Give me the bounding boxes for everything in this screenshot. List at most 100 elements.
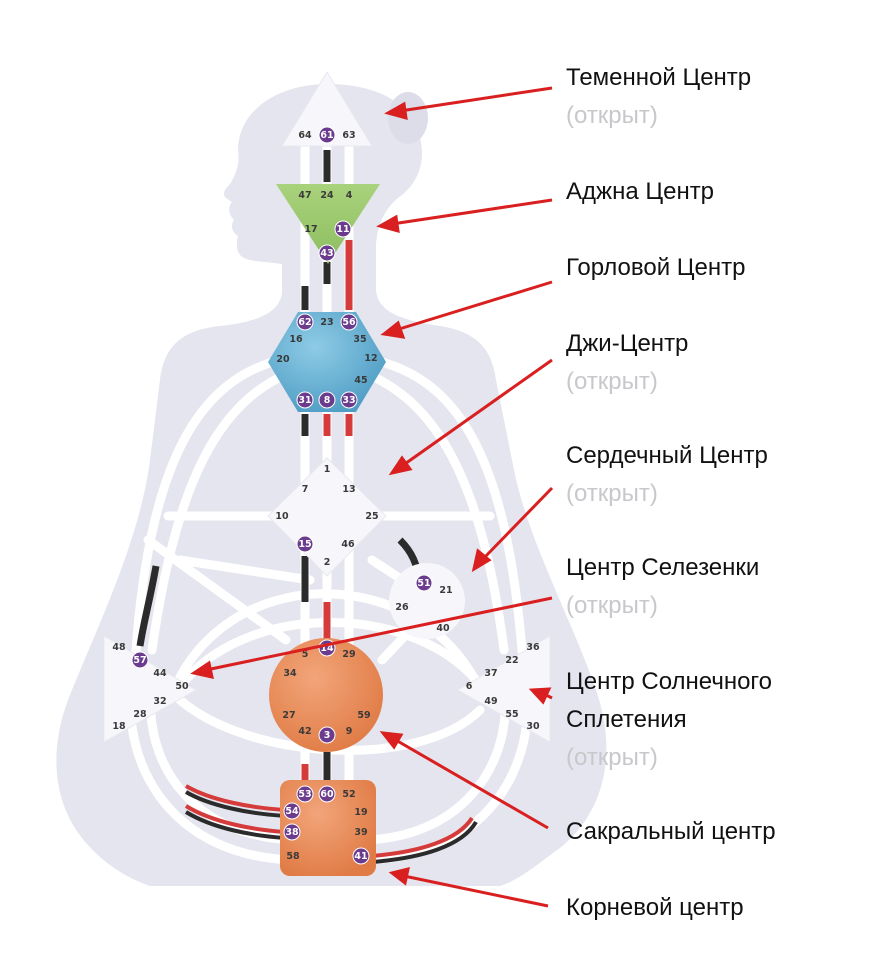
heart-center	[389, 563, 465, 639]
g-center	[267, 457, 387, 577]
sacral-center	[269, 638, 383, 752]
throat-gate-16: 16	[289, 334, 303, 345]
ajna-center	[276, 184, 380, 264]
root-gate-54: 54	[285, 806, 299, 817]
gate-badge-8	[318, 391, 336, 409]
gate-badge-51	[415, 574, 433, 592]
gate-badge-11	[334, 220, 352, 238]
spleen-center	[103, 635, 198, 743]
crown-label: Теменной Центр	[566, 64, 752, 91]
g-center-status: (открыт)	[566, 368, 658, 395]
heart-label: Сердечный Центр	[566, 442, 768, 469]
throat-gate-35: 35	[353, 334, 366, 345]
gate-badge-3	[318, 726, 336, 744]
spleen-gate-50: 50	[175, 681, 189, 692]
active-channels	[136, 150, 478, 864]
crown-status: (открыт)	[566, 102, 658, 129]
ajna-gate-4: 4	[346, 190, 353, 201]
ajna-gate-47: 47	[298, 190, 311, 201]
gate-badge-61	[318, 126, 336, 144]
sacral-gate-9: 9	[346, 726, 353, 737]
throat-gate-45: 45	[354, 375, 367, 386]
root-gate-41: 41	[354, 851, 367, 862]
gate-badge-56	[340, 313, 358, 331]
spleen-gate-48: 48	[112, 642, 126, 653]
solar-gate-36: 36	[526, 642, 540, 653]
spleen-gate-28: 28	[133, 709, 147, 720]
crown-gate-64: 64	[298, 130, 312, 141]
gate-badge-38	[283, 823, 301, 841]
throat-gate-20: 20	[276, 354, 290, 365]
crown-gate-63: 63	[342, 130, 355, 141]
solar-gate-55: 55	[505, 709, 518, 720]
heart-gate-40: 40	[436, 623, 450, 634]
root-label: Корневой центр	[566, 894, 744, 921]
spleen-status: (открыт)	[566, 592, 658, 619]
throat-gate-31: 31	[298, 395, 311, 406]
solar-gate-30: 30	[526, 721, 540, 732]
root-gate-38: 38	[285, 827, 299, 838]
throat-label: Горловой Центр	[566, 254, 746, 281]
g-gate-15: 15	[298, 539, 311, 550]
gate-badge-15	[296, 535, 314, 553]
throat-gate-56: 56	[342, 317, 356, 328]
gate-badge-41	[352, 847, 370, 865]
solar-plexus-label-1: Центр Солнечного	[566, 668, 773, 695]
gate-badge-43	[318, 244, 336, 262]
solar-plexus-status: (открыт)	[566, 744, 658, 771]
throat-gate-12: 12	[364, 353, 377, 364]
root-gate-58: 58	[286, 851, 300, 862]
g-gate-10: 10	[275, 511, 289, 522]
root-gate-52: 52	[342, 789, 355, 800]
g-gate-2: 2	[324, 557, 331, 568]
ajna-gate-24: 24	[320, 190, 334, 201]
spleen-gate-44: 44	[153, 668, 167, 679]
spleen-label: Центр Селезенки	[566, 554, 760, 581]
solar-gate-6: 6	[466, 681, 473, 692]
ajna-label: Аджна Центр	[566, 178, 715, 205]
gate-badge-60	[318, 785, 336, 803]
gate-badge-54	[283, 802, 301, 820]
sacral-gate-14: 14	[320, 643, 334, 654]
heart-status: (открыт)	[566, 480, 658, 507]
pointer-arrows	[190, 86, 554, 908]
throat-gate-8: 8	[324, 395, 331, 406]
sacral-gate-42: 42	[298, 726, 311, 737]
sacral-gate-27: 27	[282, 710, 295, 721]
root-gate-39: 39	[354, 827, 367, 838]
solar-gate-37: 37	[484, 668, 497, 679]
throat-gate-62: 62	[298, 317, 311, 328]
sacral-gate-3: 3	[324, 730, 331, 741]
g-gate-46: 46	[341, 539, 355, 550]
throat-gate-33: 33	[342, 395, 355, 406]
gate-badge-33	[340, 391, 358, 409]
g-gate-25: 25	[365, 511, 378, 522]
solar-gate-49: 49	[484, 696, 497, 707]
g-center-label: Джи-Центр	[566, 330, 689, 357]
root-gate-19: 19	[354, 807, 367, 818]
root-center	[280, 780, 376, 876]
root-gate-60: 60	[320, 789, 334, 800]
root-gate-53: 53	[298, 789, 311, 800]
heart-gate-26: 26	[395, 602, 409, 613]
solar-plexus-label-2: Сплетения	[566, 706, 687, 733]
sacral-label: Сакральный центр	[566, 818, 776, 845]
ajna-gate-11: 11	[336, 224, 349, 235]
gate-badge-57	[131, 651, 149, 669]
spleen-gate-57: 57	[133, 655, 146, 666]
spleen-gate-32: 32	[153, 696, 166, 707]
g-gate-1: 1	[324, 464, 331, 475]
crown-gate-61: 61	[320, 130, 333, 141]
crown-center	[281, 71, 373, 147]
sacral-gate-29: 29	[342, 649, 355, 660]
ajna-gate-43: 43	[320, 248, 333, 259]
solar-gate-22: 22	[505, 655, 518, 666]
g-gate-13: 13	[342, 484, 355, 495]
g-gate-7: 7	[302, 484, 309, 495]
sacral-gate-34: 34	[283, 668, 297, 679]
gate-badge-53	[296, 785, 314, 803]
gate-badge-62	[296, 313, 314, 331]
sacral-gate-59: 59	[357, 710, 370, 721]
